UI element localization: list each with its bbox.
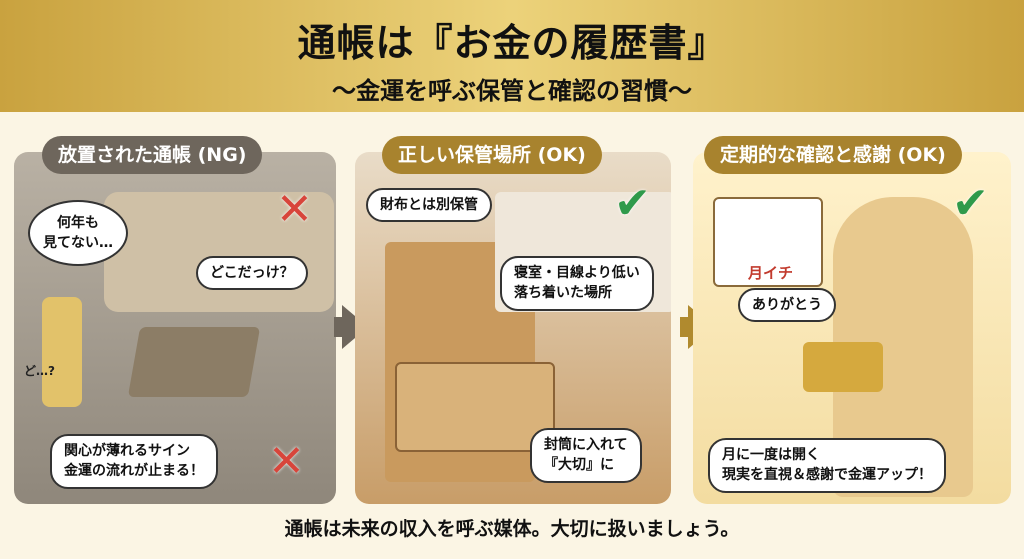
sofa-illustration <box>104 192 334 312</box>
cross-icon: ✕ <box>276 184 313 235</box>
open-drawer-illustration <box>395 362 555 452</box>
cross-icon: ✕ <box>268 436 305 487</box>
passbook-illustration <box>803 342 883 392</box>
panel-check-label: 定期的な確認と感謝 (OK) <box>704 136 962 174</box>
panel-storage-label: 正しい保管場所 (OK) <box>382 136 602 174</box>
speech-bubble-envelope: 封筒に入れて 『大切』に <box>530 428 642 483</box>
speech-bubble-not-seen: 何年も 見てない… <box>28 200 128 266</box>
page-title: 通帳は『お金の履歴書』 <box>297 21 727 65</box>
calendar-illustration <box>713 197 823 287</box>
footer-message: 通帳は未来の収入を呼ぶ媒体。大切に扱いましょう。 <box>284 518 740 540</box>
speech-bubble-bedroom: 寝室・目線より低い 落ち着いた場所 <box>500 256 654 311</box>
confused-text: ど…? <box>24 364 55 378</box>
passbooks-pile-illustration <box>127 327 261 397</box>
page-subtitle: 〜金運を呼ぶ保管と確認の習慣〜 <box>332 77 692 105</box>
calendar-monthly-text: 月イチ <box>748 264 794 282</box>
speech-bubble-where: どこだっけ？ <box>196 256 308 291</box>
panel-ng-label: 放置された通帳 (NG) <box>42 136 263 174</box>
money-character-illustration <box>42 297 82 407</box>
check-icon: ✔ <box>614 178 651 229</box>
speech-bubble-monthly: 月に一度は開く 現実を直視＆感謝で金運アップ！ <box>708 438 946 493</box>
speech-bubble-warning: 関心が薄れるサイン 金運の流れが止まる！ <box>50 434 218 489</box>
speech-bubble-separate: 財布とは別保管 <box>366 188 492 223</box>
check-icon: ✔ <box>952 178 989 229</box>
speech-bubble-thanks: ありがとう <box>738 288 836 323</box>
header-banner: 通帳は『お金の履歴書』 〜金運を呼ぶ保管と確認の習慣〜 <box>0 0 1024 112</box>
